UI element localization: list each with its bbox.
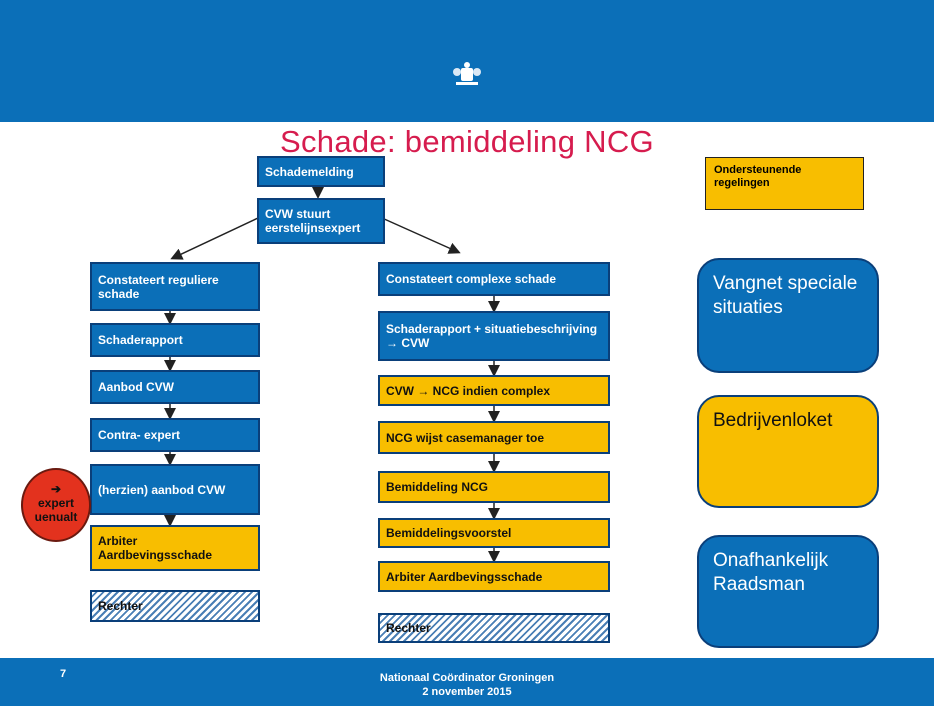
left-step-3: Aanbod CVW (90, 370, 260, 404)
side-note: Ondersteunende regelingen (705, 157, 864, 210)
left-step-4: Contra- expert (90, 418, 260, 452)
cvw-expert-box: CVW stuurt eerstelijnsexpert (257, 198, 385, 244)
left-step-3-label: Aanbod CVW (98, 380, 174, 394)
footer-date: 2 november 2015 (422, 686, 512, 698)
schademelding-box: Schademelding (257, 156, 385, 187)
schademelding-label: Schademelding (265, 164, 354, 179)
page-title: Schade: bemiddeling NCG (280, 124, 654, 159)
right-step-2: Schaderapport + situatiebeschrijving → C… (378, 311, 610, 361)
right-step-5-label: Bemiddeling NCG (386, 480, 489, 494)
expert-circle: ➔ expert uenualt (21, 468, 91, 542)
side-box-raadsman-label: Onafhankelijk Raadsman (713, 550, 829, 595)
left-step-6-label: Arbiter Aardbevingsschade (98, 534, 213, 562)
right-step-1: Constateert complexe schade (378, 262, 610, 296)
left-rechter: Rechter (90, 590, 260, 622)
arrow-icon: ➔ (50, 482, 62, 496)
footer-org: Nationaal Coördinator Groningen (379, 672, 555, 684)
page-number: 7 (60, 668, 67, 680)
left-rechter-label: Rechter (98, 599, 143, 613)
coat-of-arms-icon (453, 62, 481, 85)
header-bar (0, 0, 934, 122)
right-step-5: Bemiddeling NCG (378, 471, 610, 503)
footer-bar (0, 658, 934, 706)
left-step-5-label: (herzien) aanbod CVW (98, 482, 226, 497)
side-box-bedrijvenloket: Bedrijvenloket (697, 395, 879, 508)
right-step-2-label: Schaderapport + situatiebeschrijving → C… (386, 322, 598, 350)
left-step-5: (herzien) aanbod CVW (90, 464, 260, 515)
left-step-2-label: Schaderapport (98, 333, 183, 347)
right-rechter-label: Rechter (386, 621, 431, 635)
side-box-bedrijvenloket-label: Bedrijvenloket (713, 410, 833, 431)
left-step-6: Arbiter Aardbevingsschade (90, 525, 260, 571)
right-step-1-label: Constateert complexe schade (386, 272, 557, 286)
right-rechter: Rechter (378, 613, 610, 643)
side-note-label: Ondersteunende regelingen (714, 164, 802, 189)
left-step-2: Schaderapport (90, 323, 260, 357)
side-box-raadsman: Onafhankelijk Raadsman (697, 535, 879, 648)
right-step-6-label: Bemiddelingsvoorstel (386, 526, 512, 540)
right-step-4-label: NCG wijst casemanager toe (386, 430, 545, 445)
side-box-vangnet: Vangnet speciale situaties (697, 258, 879, 373)
left-step-1: Constateert reguliere schade (90, 262, 260, 311)
cvw-expert-label: CVW stuurt eerstelijnsexpert (265, 207, 361, 235)
right-step-7-label: Arbiter Aardbevingsschade (386, 569, 543, 584)
right-step-7: Arbiter Aardbevingsschade (378, 561, 610, 592)
side-box-vangnet-label: Vangnet speciale situaties (713, 273, 858, 318)
right-step-3: CVW → NCG indien complex (378, 375, 610, 406)
right-step-3-label: CVW → NCG indien complex (386, 383, 551, 398)
right-step-4: NCG wijst casemanager toe (378, 421, 610, 454)
right-step-6: Bemiddelingsvoorstel (378, 518, 610, 548)
expert-circle-label: expert uenualt (34, 496, 78, 524)
left-step-1-label: Constateert reguliere schade (98, 272, 219, 301)
left-step-4-label: Contra- expert (98, 428, 181, 442)
